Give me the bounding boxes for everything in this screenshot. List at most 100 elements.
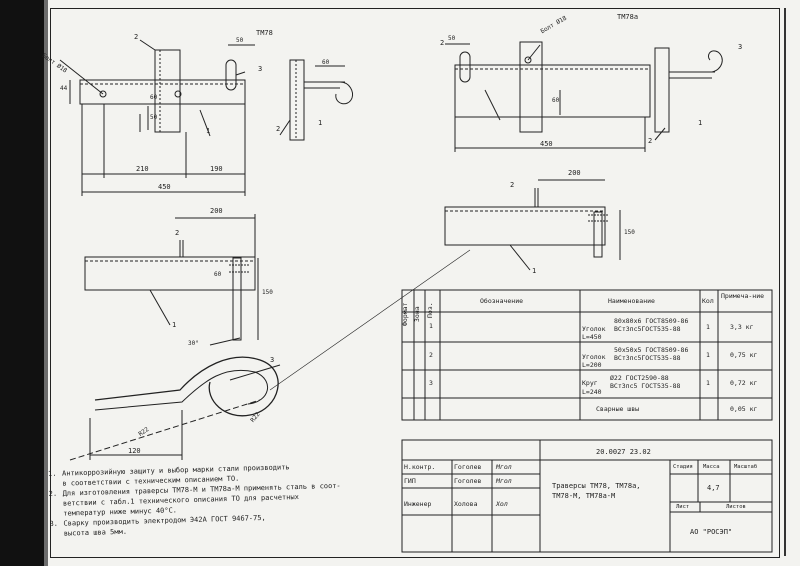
bom-header-designation: Обозначение <box>480 297 524 305</box>
callout-2-d: 2 <box>648 137 653 145</box>
title-line-2: ТМ78-М, ТМ78а-М <box>552 492 616 500</box>
construction-line <box>269 249 471 391</box>
bom-row-3-note: 0,72 кг <box>730 379 758 387</box>
bom-row-1-spec1: 80х80х6 ГОСТ8509-86 <box>614 317 689 325</box>
view-tm78-front <box>59 39 255 196</box>
doc-number: 20.0027 23.02 <box>596 448 651 456</box>
note-num <box>49 510 63 518</box>
drawing-notes: 1.Антикоррозийную защиту и выбор марки с… <box>48 461 380 541</box>
callout-1-b: 1 <box>318 119 323 127</box>
bom-row-2-spec2: ВСт3пс5ГОСТ535-88 <box>614 354 681 362</box>
note-num <box>49 500 63 508</box>
callout-2-a: 2 <box>134 33 139 41</box>
dim-150-mid-left: 150 <box>262 289 273 296</box>
bom-row-1-qty: 1 <box>706 323 710 331</box>
dim-50-top-right: 50 <box>448 35 456 42</box>
note-num: 1. <box>48 469 57 478</box>
callout-1-a: 1 <box>206 127 211 135</box>
organization: АО "РОСЭП" <box>690 528 733 536</box>
role-2-name: Холова <box>454 500 478 508</box>
bom-row-3-spec2: ВСт3пс5 ГОСТ535-88 <box>610 382 681 390</box>
dim-200-mid-right: 200 <box>568 169 581 177</box>
right-margin-rule <box>784 8 786 556</box>
bom-row-3-type: Круг <box>582 379 598 387</box>
dim-60-side-left: 60 <box>322 59 330 66</box>
stage-label: Стадия <box>673 464 693 470</box>
callout-3-a: 3 <box>258 65 263 73</box>
callout-3-c: 3 <box>738 43 743 51</box>
dim-120: 120 <box>128 447 141 455</box>
note-num <box>48 480 62 488</box>
bom-row-1-spec2: ВСт3пс5ГОСТ535-88 <box>614 325 681 333</box>
view-title-tm78: ТМ78 <box>256 29 273 37</box>
dim-450-left: 450 <box>158 183 171 191</box>
sheet-label: Лист <box>676 504 690 510</box>
bom-row-2-spec1: 50х50х5 ГОСТ8509-86 <box>614 346 689 354</box>
callout-1-f: 1 <box>532 267 537 275</box>
note-num: 2. <box>48 489 58 499</box>
role-0-signature: Мгол <box>496 463 512 471</box>
role-2: Инженер <box>404 500 432 508</box>
callout-1-d: 1 <box>698 119 703 127</box>
bom-header-name: Наименование <box>608 297 655 305</box>
view-title-tm78a: ТМ78а <box>617 13 639 21</box>
bom-header-pos: Поз. <box>426 302 434 318</box>
note-num <box>50 530 64 538</box>
role-0: Н.контр. <box>404 463 436 471</box>
role-1-signature: Мгол <box>496 477 512 485</box>
view-tm78-side <box>279 59 353 141</box>
dim-30-deg: 30° <box>188 340 199 347</box>
mass-value: 4,7 <box>707 484 720 492</box>
view-mid-right <box>444 179 621 271</box>
dim-60-mid-left: 60 <box>214 271 222 278</box>
callout-2-b: 2 <box>276 125 281 133</box>
dim-50-top-left: 50 <box>236 37 244 44</box>
bom-row-3-length: L=240 <box>582 388 602 396</box>
bom-header-qty: Кол <box>702 297 714 305</box>
bom-header-zone: Зона <box>413 306 421 322</box>
dim-60-left: 60 <box>150 94 158 101</box>
bom-row-3-qty: 1 <box>706 379 710 387</box>
bom-row-4-type: Сварные швы <box>596 405 640 413</box>
bom-row-2-note: 0,75 кг <box>730 351 758 359</box>
view-hook-detail <box>69 337 281 461</box>
binding-strip <box>0 0 44 566</box>
dim-50-left: 50 <box>150 114 158 121</box>
role-1-name: Гоголев <box>454 477 482 485</box>
mass-label: Масса <box>703 464 720 470</box>
sheets-label: Листов <box>726 504 746 510</box>
view-tm78a-side <box>654 47 723 141</box>
dim-44: 44 <box>60 85 68 92</box>
binding-edge <box>44 0 48 566</box>
bom-row-2-pos: 2 <box>429 351 433 359</box>
bom-header-format: Формат <box>401 302 409 326</box>
title-block-grid <box>401 439 773 553</box>
bom-row-2-type: Уголок <box>582 353 606 361</box>
dim-210: 210 <box>136 165 149 173</box>
bom-row-3-pos: 3 <box>429 379 433 387</box>
view-mid-left <box>84 214 259 341</box>
callout-1-e: 1 <box>172 321 177 329</box>
drawing-frame <box>50 8 780 558</box>
role-1: ГИП <box>404 477 416 485</box>
note-text: высота шва 5мм. <box>63 528 128 538</box>
dim-190: 190 <box>210 165 223 173</box>
bom-table-grid <box>401 289 773 421</box>
callout-3-hook: 3 <box>270 356 275 364</box>
bom-header-note: Примеча-ние <box>721 292 765 300</box>
role-2-signature: Хол <box>496 500 508 508</box>
bom-row-2-length: L=200 <box>582 361 602 369</box>
callout-2-c: 2 <box>440 39 445 47</box>
bom-row-1-pos: 1 <box>429 322 433 330</box>
role-0-name: Гоголев <box>454 463 482 471</box>
bom-row-1-note: 3,3 кг <box>730 323 754 331</box>
bom-row-3-spec1: Ø22 ГОСТ2590-88 <box>610 374 669 382</box>
dim-150-mid-right: 150 <box>624 229 635 236</box>
view-tm78a-front <box>445 41 651 152</box>
dim-450-right: 450 <box>540 140 553 148</box>
bom-row-1-length: L=450 <box>582 333 602 341</box>
callout-2-e: 2 <box>175 229 180 237</box>
scale-label: Масштаб <box>734 464 758 470</box>
